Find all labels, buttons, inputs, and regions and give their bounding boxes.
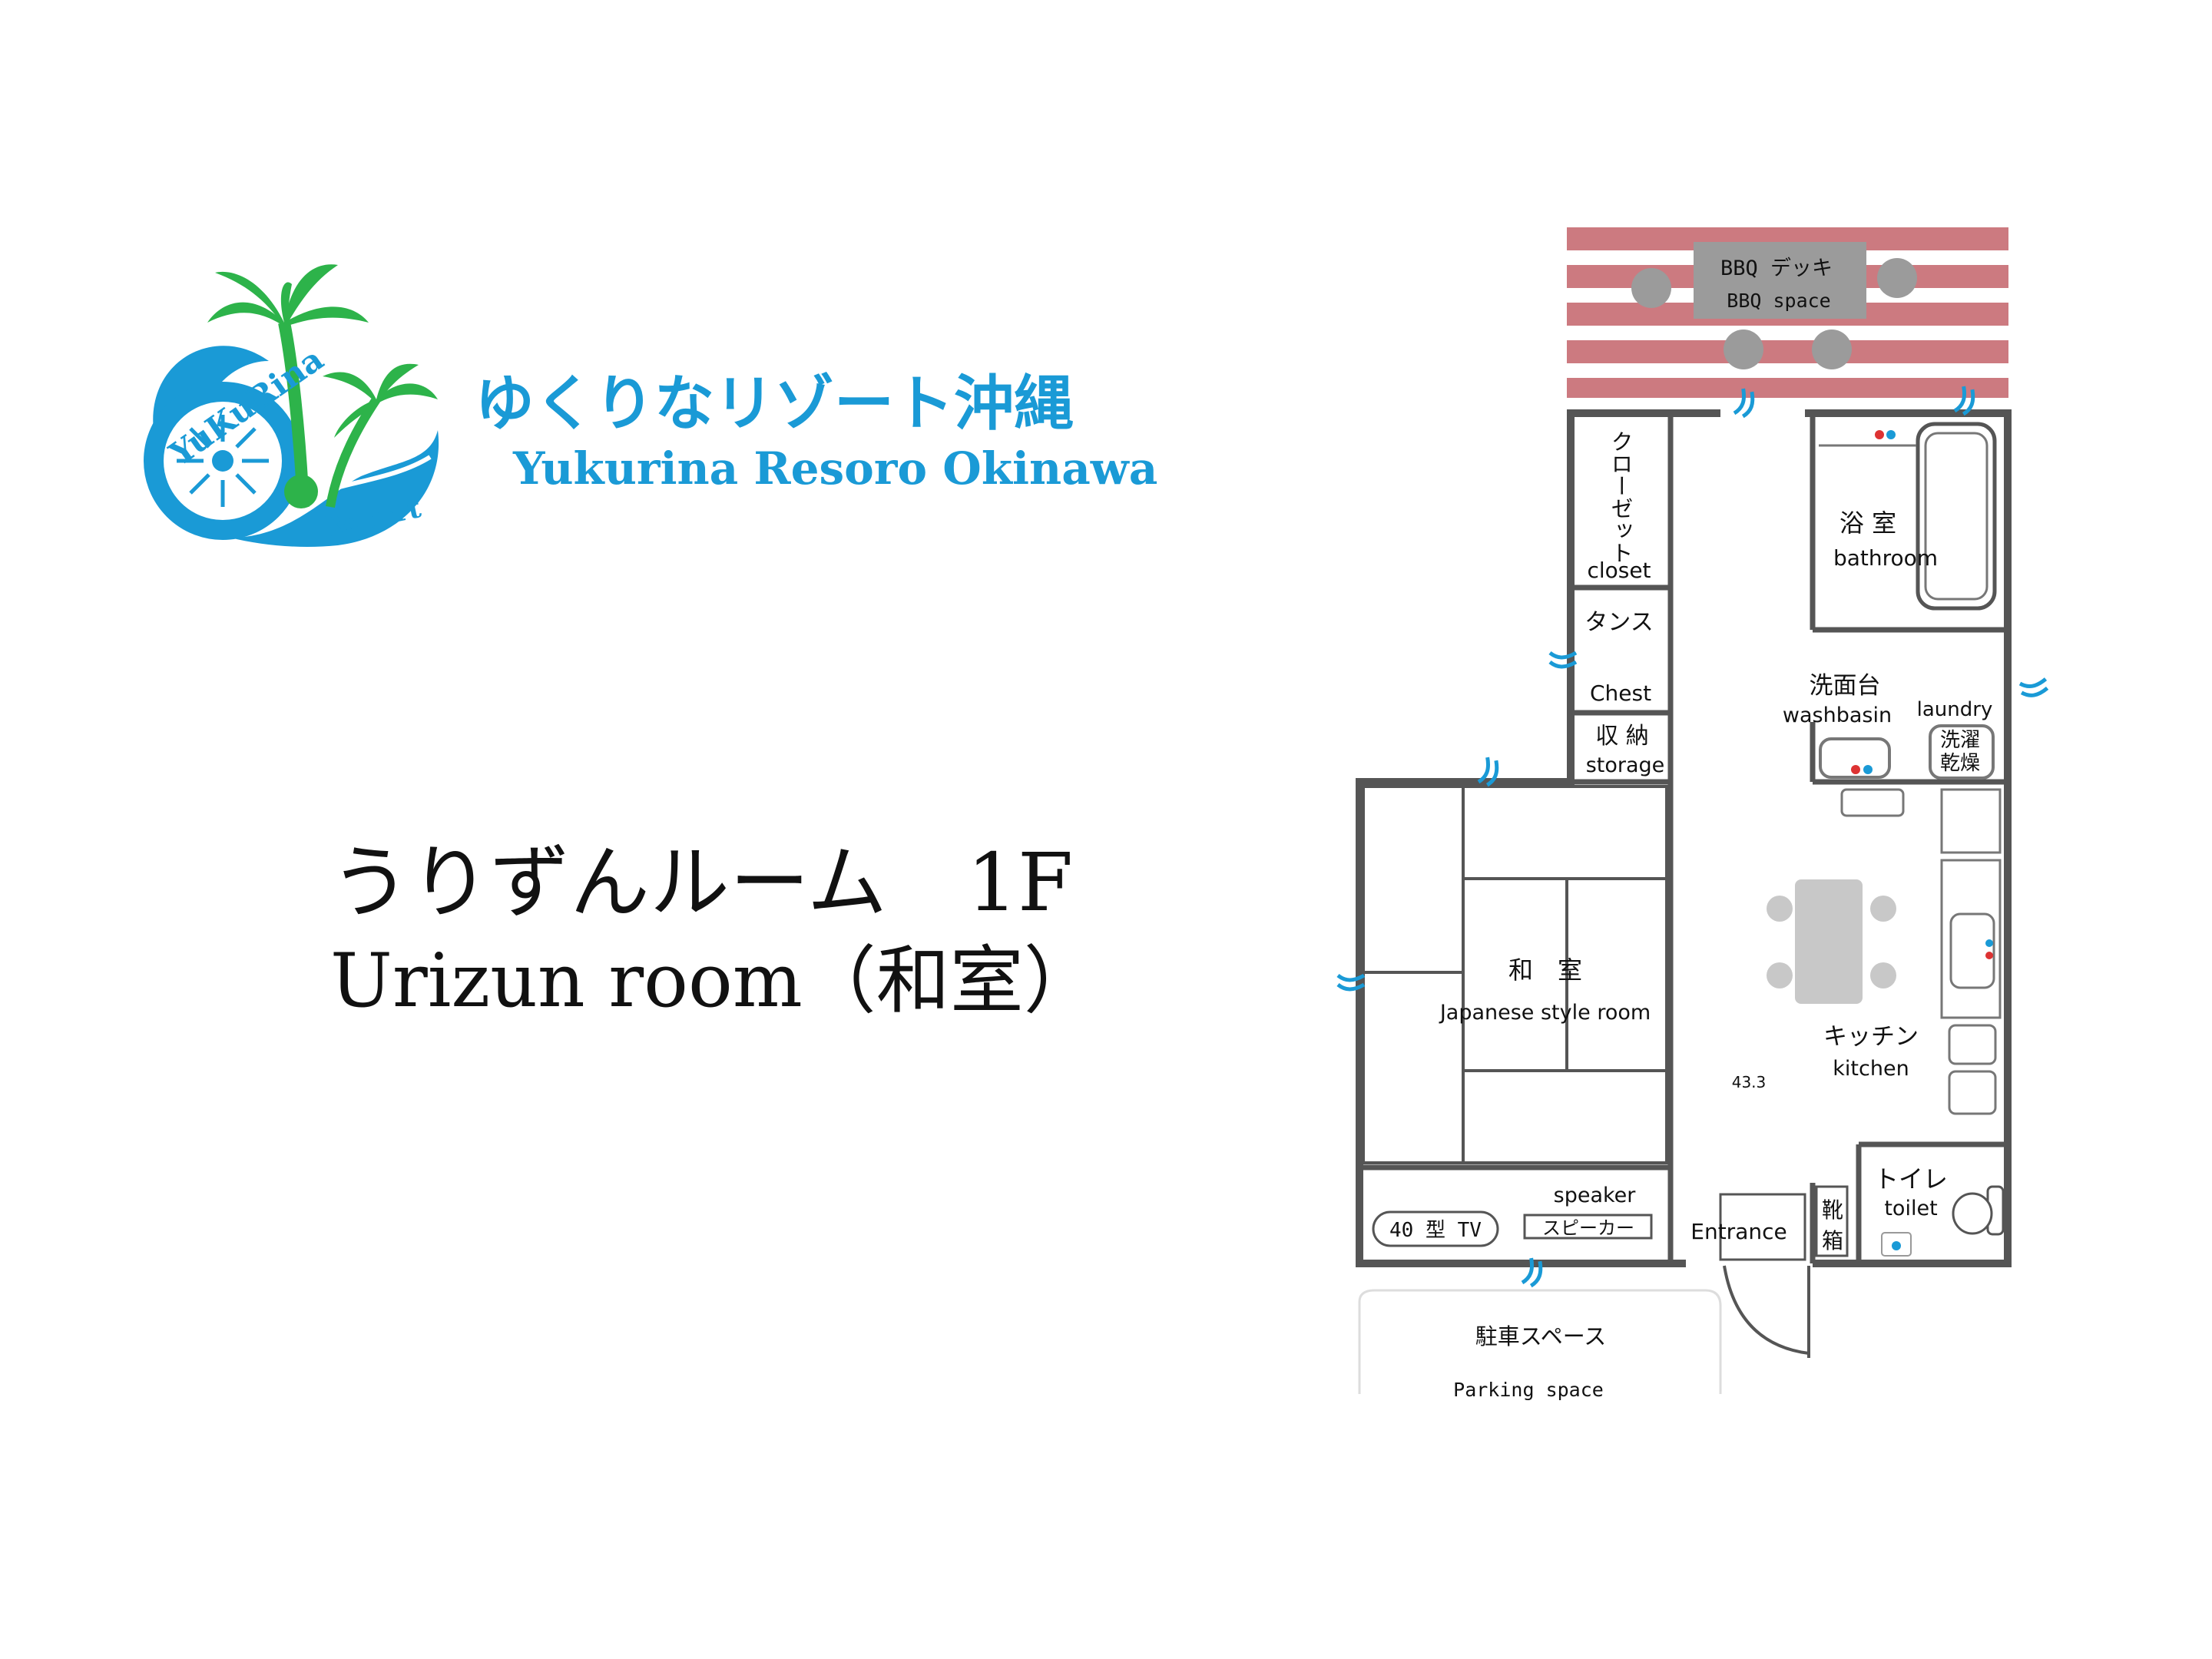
chest-label-en: Chest <box>1590 680 1651 706</box>
tatami-mats <box>1362 785 1668 1164</box>
palm-tree-icon <box>207 264 438 508</box>
tv-unit <box>1372 1210 1499 1247</box>
speaker-label-jp: スピーカー <box>1542 1217 1634 1239</box>
parking-area <box>1358 1289 1722 1394</box>
washbasin-label-en: washbasin <box>1783 704 1892 727</box>
area-value: 43.3 <box>1732 1073 1767 1091</box>
washitsu-label-jp: 和 室 <box>1508 955 1582 985</box>
kitchen-label-en: kitchen <box>1833 1057 1909 1081</box>
tv-label: 40 型 TV <box>1389 1219 1482 1242</box>
entrance-label: Entrance <box>1690 1219 1786 1244</box>
laundry-machine <box>1929 724 1995 780</box>
bathroom-label-jp: 浴 室 <box>1839 508 1896 538</box>
kitchen-sink <box>1949 912 1995 989</box>
toilet-label-en: toilet <box>1884 1197 1937 1220</box>
room-title-en: Urizun room（和室） <box>330 938 1098 1024</box>
storage-label-en: storage <box>1586 753 1665 777</box>
floor-plan: BBQ デッキ BBQ space <box>1338 227 2048 1401</box>
bathroom-label-en: bathroom <box>1833 545 1938 571</box>
wave-icon <box>230 430 439 547</box>
washitsu-label-en: Japanese style room <box>1439 1001 1651 1025</box>
toilet-label-jp: トイレ <box>1874 1164 1948 1194</box>
shoebox-label-2: 箱 <box>1822 1228 1843 1253</box>
speaker-unit <box>1523 1214 1653 1240</box>
bbq-label-en: BBQ space <box>1727 290 1830 312</box>
shoebox-label-1: 靴 <box>1822 1197 1843 1223</box>
washbasin-label-jp: 洗面台 <box>1810 672 1881 700</box>
dining-table <box>1767 879 1896 1004</box>
resort-logo: YuKuRina Resort <box>144 264 439 547</box>
outer-walls <box>1356 409 2012 1267</box>
bbq-deck: BBQ デッキ BBQ space <box>1567 227 2008 398</box>
parking-label-jp: 駐車スペース <box>1475 1323 1607 1349</box>
parking-label-en: Parking space <box>1453 1379 1604 1401</box>
storage-label-jp: 収 納 <box>1595 723 1649 750</box>
sun-icon <box>177 415 269 507</box>
laundry-label-en: laundry <box>1917 698 1993 721</box>
brand-name-jp: ゆくりなリゾート沖縄 <box>475 369 1074 439</box>
laundry-label-jp-1: 洗濯 <box>1940 729 1980 752</box>
room-title-jp: うりずんルーム 1F <box>330 836 1073 929</box>
interior-walls <box>1359 413 2008 1263</box>
bathtub <box>1916 422 1997 611</box>
speaker-label-en: speaker <box>1554 1184 1637 1207</box>
closet-label-jp: クローゼット <box>1608 430 1634 564</box>
shoe-box <box>1815 1185 1849 1257</box>
entrance-step <box>1719 1193 1806 1261</box>
chest-label-jp: タンス <box>1584 609 1653 636</box>
entrance-door <box>1723 1265 1810 1355</box>
brand-name-en: Yukurina Resoro Okinawa <box>512 442 1157 495</box>
closet-label-en: closet <box>1587 558 1651 583</box>
bbq-label-jp: BBQ デッキ <box>1720 257 1833 280</box>
kitchen-label-jp: キッチン <box>1823 1023 1919 1051</box>
laundry-label-jp-2: 乾燥 <box>1940 752 1980 775</box>
washbasin-sink <box>1819 737 1891 779</box>
toilet-fixture <box>1881 1185 2005 1257</box>
